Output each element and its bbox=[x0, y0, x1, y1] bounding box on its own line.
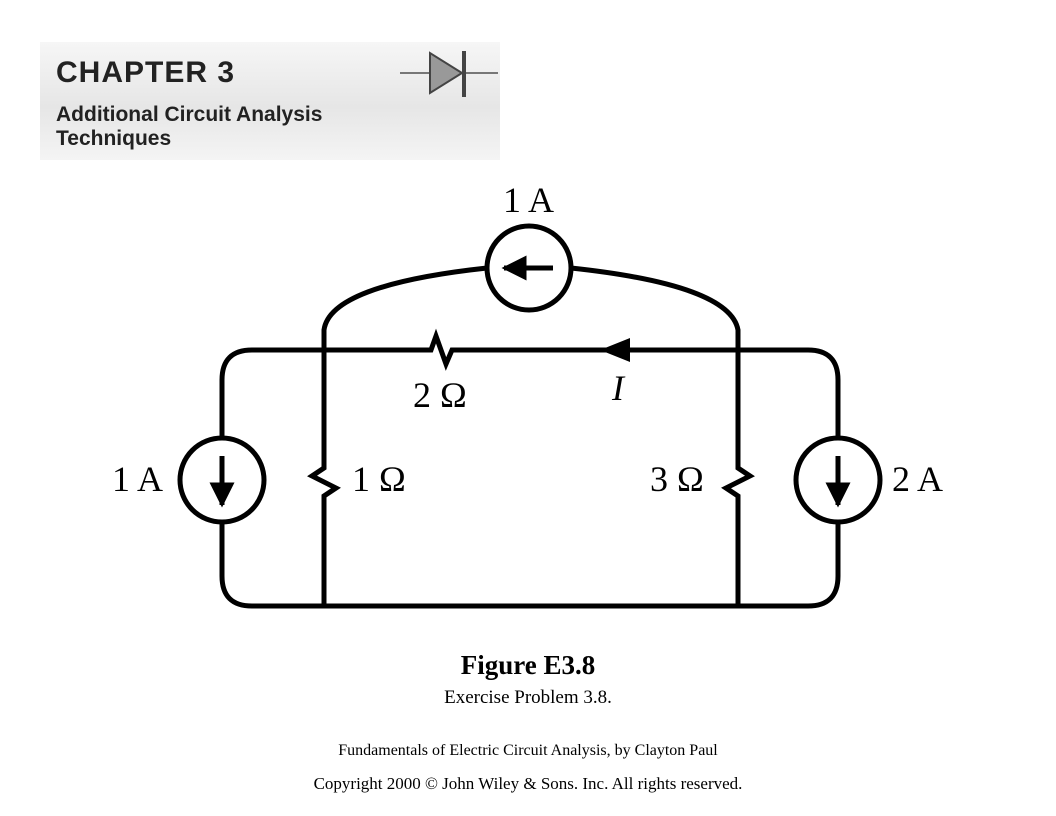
resistor-1-ohm bbox=[307, 464, 341, 500]
figure-caption: Exercise Problem 3.8. bbox=[444, 687, 612, 708]
outer-loop-wire bbox=[219, 347, 425, 438]
resistor-3-ohm bbox=[721, 464, 755, 500]
top-arc-wire bbox=[321, 265, 488, 350]
resistor-3-ohm-label: 3 Ω bbox=[650, 459, 704, 499]
resistor-1-ohm-label: 1 Ω bbox=[352, 459, 406, 499]
top-branch-wire bbox=[463, 347, 841, 438]
resistor-2-ohm-label: 2 Ω bbox=[413, 375, 467, 415]
book-credit: Fundamentals of Electric Circuit Analysi… bbox=[338, 742, 718, 759]
resistor-2-ohm bbox=[425, 328, 463, 371]
chapter-banner bbox=[40, 42, 500, 160]
chapter-title: CHAPTER 3 bbox=[56, 56, 236, 89]
diode-icon bbox=[400, 51, 498, 97]
left-source-label: 1 A bbox=[112, 459, 164, 499]
bottom-wire-left bbox=[219, 522, 841, 609]
copyright-notice: Copyright 2000 © John Wiley & Sons. Inc.… bbox=[313, 774, 743, 793]
chapter-subtitle: Additional Circuit Analysis Techniques bbox=[56, 103, 323, 150]
current-I-label: I bbox=[612, 368, 624, 408]
top-source-label: 1 A bbox=[503, 180, 555, 220]
top-arc-wire-right bbox=[570, 265, 741, 350]
current-arrow-I bbox=[600, 338, 630, 362]
right-source-label: 2 A bbox=[892, 459, 944, 499]
figure-title: Figure E3.8 bbox=[460, 650, 596, 680]
